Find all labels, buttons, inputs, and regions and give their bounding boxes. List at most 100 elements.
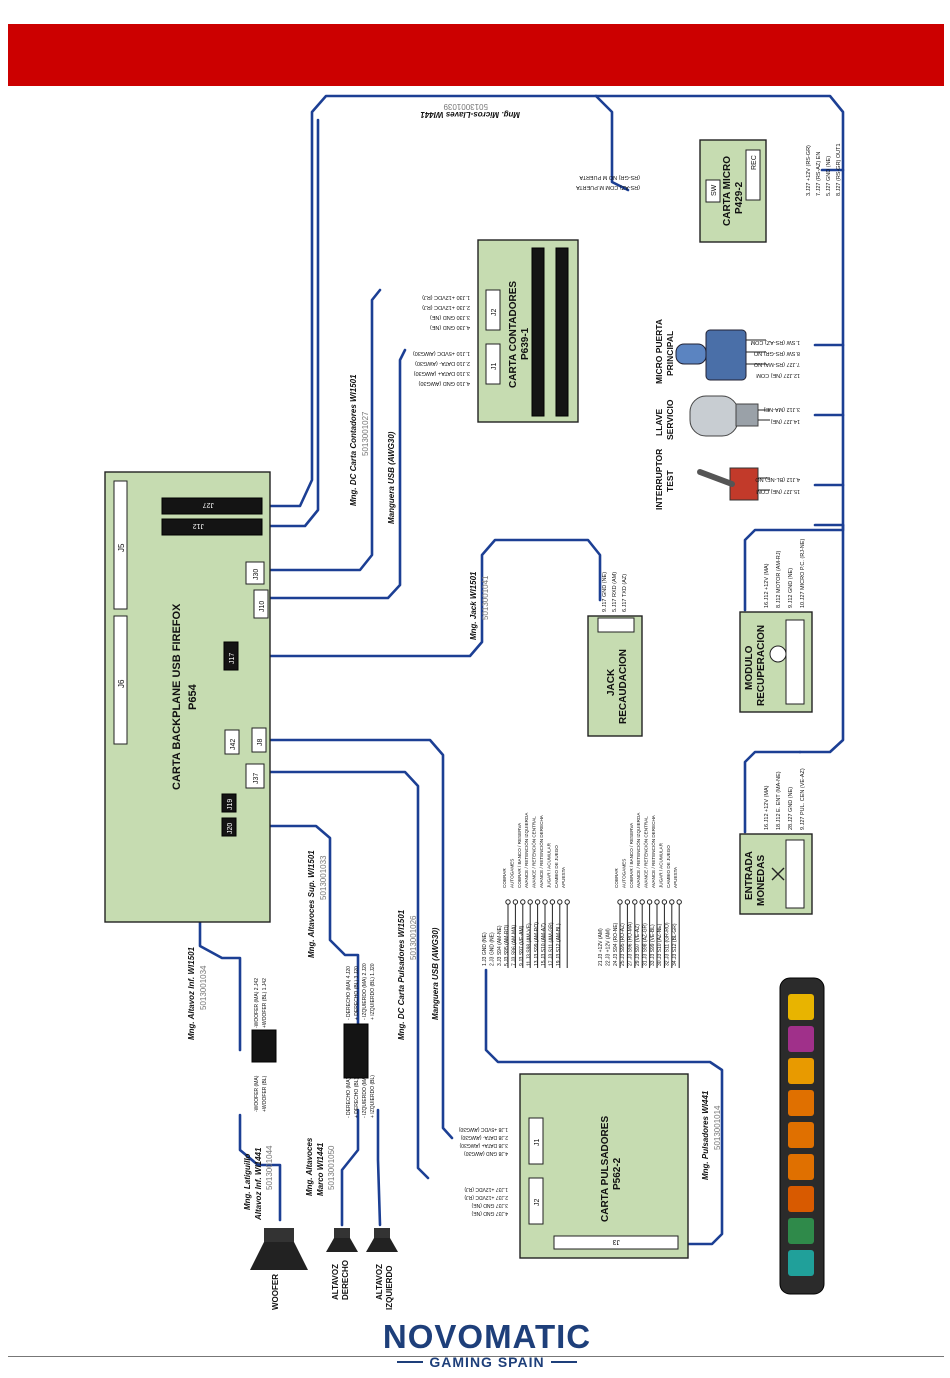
button-pin xyxy=(527,899,533,905)
wire-label-modulo-3: 10.J27 MICRO P.C. (RJ-NE) xyxy=(800,539,806,608)
pulsadores-title: CARTA PULSADORES xyxy=(600,1116,611,1222)
wire-label-pulsadores-j1-3: 4.J8 GND (AWG30) xyxy=(464,1150,508,1156)
interruptor-label-1: INTERRUPTOR xyxy=(654,449,664,510)
wire-label-pulsadores-right-1: 22.J3 +12V (AM) xyxy=(605,928,611,966)
wire-label-altavoces-sup-cables-3: + IZQUIERDO (BL) 1.J20 xyxy=(370,963,376,1020)
wire-label-pulsadores-right-0: 21.J3 +12V (AM) xyxy=(598,928,604,966)
contadores-pins-1 xyxy=(531,247,545,417)
wire-dc-pulsadores xyxy=(262,770,430,1180)
wire-label-pulsadores-left-2: 3.J3 S94 (AM-NE) xyxy=(497,925,503,966)
harness-dc-pulsadores-code: 5013001026 xyxy=(409,915,418,960)
label-j6: J6 xyxy=(117,679,126,688)
wire-label-marco-cables-0: - DERECHO (MA) xyxy=(346,1077,352,1118)
button-pin xyxy=(564,899,570,905)
label-j37: J37 xyxy=(253,773,260,784)
wire-label-interruptor-1: 15.J27 (NE) COM xyxy=(756,488,800,494)
wire-label-funciones-left-2: COBRAR / BANCO / RESERVA xyxy=(517,822,522,888)
label-j12: J12 xyxy=(193,522,204,529)
button-pin xyxy=(534,899,541,905)
wire-dc-contadores xyxy=(262,288,382,572)
wire-label-pulsadores-left-1: 2.J3 GND (NE) xyxy=(489,932,495,966)
harness-latiguillo-1: Mng. Latiguillo xyxy=(243,1153,252,1210)
button-pin xyxy=(654,899,660,905)
wire-label-micro-puerta-3: 12.J27 (NE) COM xyxy=(756,372,800,378)
wire-label-contadores-j1-3: 4.J10 GND (AWG30) xyxy=(418,380,470,386)
switch-icon xyxy=(771,867,785,881)
connector-j30 xyxy=(245,561,265,585)
wire-label-funciones-right-0: COBRAR xyxy=(614,868,619,888)
wire-label-micro-puerta-0: 1.SW (RS-AZ) COM xyxy=(750,339,800,345)
wire-label-pulsadores-j1-1: 2.J8 DATA- (AWG30) xyxy=(461,1134,508,1140)
llave-icon xyxy=(689,395,770,437)
micro-puerta-icon xyxy=(675,329,766,381)
pulsadores-j1 xyxy=(528,1117,544,1165)
jack-connector xyxy=(597,617,635,633)
wire-label-modulo-0: 16.J12 +12V (MA) xyxy=(764,563,770,608)
button-pin xyxy=(617,899,623,905)
wire-label-pulsadores-left-10: 19.J3 S12 (AM-BL) xyxy=(556,923,562,966)
wire-label-pulsadores-left-6: 11.J3 S98 (AM-VE) xyxy=(526,923,532,966)
wire-label-micro-sw-1: (RS-AZ) COM M.PUERTA xyxy=(576,184,640,190)
button-pin xyxy=(632,899,638,905)
wire-entrada-bus xyxy=(743,750,802,834)
wire-label-latiguillo-cables-0: -WOOFER (MA) xyxy=(254,1075,260,1112)
altavoz-izq-label-2: IZQUIERDO xyxy=(385,1266,394,1310)
header-bar xyxy=(8,24,944,86)
wire-label-funciones-left-0: COBRAR xyxy=(502,868,507,888)
wire-label-funciones-left-3: AVANCE / RETENCIÓN IZQUIERDA xyxy=(523,812,529,888)
button-pin xyxy=(549,899,556,905)
label-j10: J10 xyxy=(259,601,266,612)
connector-j20 xyxy=(221,817,237,837)
motor-icon xyxy=(769,645,787,663)
backplane-title: CARTA BACKPLANE USB FIREFOX xyxy=(171,603,183,790)
wire-modulo-bus xyxy=(743,523,845,612)
harness-dc-pulsadores: Mng. DC Carta Pulsadores WI1501 xyxy=(397,909,406,1040)
button-pin xyxy=(512,899,519,905)
wire-label-contadores-j2-1: 2.J30 +12VDC (RJ) xyxy=(422,304,470,310)
wire-jack xyxy=(236,538,602,658)
wire-label-micro-rec-1: 7.J27 (RS-AZ) EN xyxy=(816,152,822,196)
wire-label-contadores-j1-1: 2.J10 DATA- (AWG30) xyxy=(415,360,470,366)
interruptor-label-2: TEST xyxy=(665,469,675,492)
micro-puerta-label-1: MICRO PUERTA xyxy=(654,319,664,384)
entrada-inner xyxy=(785,839,805,909)
wire-label-pulsadores-left-4: 7.J3 S96 (AM-MA) xyxy=(512,925,518,966)
label-j20: J20 xyxy=(227,823,234,834)
wire-speakers xyxy=(340,1108,382,1227)
wire-label-funciones-left-5: AVANCE / RETENCIÓN DERECHA xyxy=(538,814,544,888)
wire-label-funciones-left-7: CAMBIO DE JUEGO xyxy=(554,845,559,888)
harness-usb-bottom: Manguera USB (AWG30) xyxy=(431,927,440,1020)
contadores-j2 xyxy=(485,289,501,331)
modulo-subtitle: RECUPERACION xyxy=(756,625,767,706)
wire-label-contadores-j2-0: 1.J30 +12VDC (RJ) xyxy=(422,294,470,300)
wire-altavoces-sup xyxy=(234,824,360,1032)
connector-j27 xyxy=(161,497,263,515)
wire-label-pulsadores-right-3: 25.J3 S95 (RO-AZ) xyxy=(620,923,626,966)
wire-label-pulsadores-left-9: 17.J3 S11 (AM-GR) xyxy=(549,922,555,966)
wire-label-micro-rec-2: 5.J27 GND (NE) xyxy=(826,156,832,196)
connector-j42 xyxy=(224,729,240,755)
novomatic-logo: NOVOMATIC GAMING SPAIN xyxy=(372,1318,602,1370)
footer-line xyxy=(8,1356,944,1357)
wire-label-contadores-j1-0: 1.J10 +5VDC (AWG30) xyxy=(413,350,470,356)
harness-marco-2: Marco WI1441 xyxy=(316,1142,325,1196)
wire-usb-bottom xyxy=(262,738,454,1140)
wire-label-pulsadores-right-9: 32.J3 S11 (GR-RO) xyxy=(665,922,671,966)
connector-j6 xyxy=(113,615,128,745)
wire-label-entrada-1: 18.J12 E. ENT (MA-NE) xyxy=(776,771,782,830)
micro-rec-label: REC xyxy=(751,155,758,170)
micro-rec xyxy=(745,149,761,201)
label-j30: J30 xyxy=(253,569,260,580)
button-pin xyxy=(557,899,563,905)
contadores-j1 xyxy=(485,343,501,385)
wire-usb-top xyxy=(264,348,407,600)
jack-board xyxy=(587,615,643,737)
wire-label-marco-cables-3: + IZQUIERDO (BL) xyxy=(370,1075,376,1118)
wire-label-funciones-left-4: AVANCE / RETENCIÓN CENTRAL xyxy=(531,816,537,888)
wire-label-pulsadores-right-5: 29.J3 S97 (VE-AZ) xyxy=(635,924,641,966)
wire-label-jack-1: 5.J17 RXD (AM) xyxy=(612,572,618,612)
wire-label-pulsadores-j2-2: 3.J37 GND (NE) xyxy=(471,1202,508,1208)
altavoz-der-label-2: DERECHO xyxy=(341,1260,350,1300)
logo-name: NOVOMATIC xyxy=(382,1318,592,1355)
